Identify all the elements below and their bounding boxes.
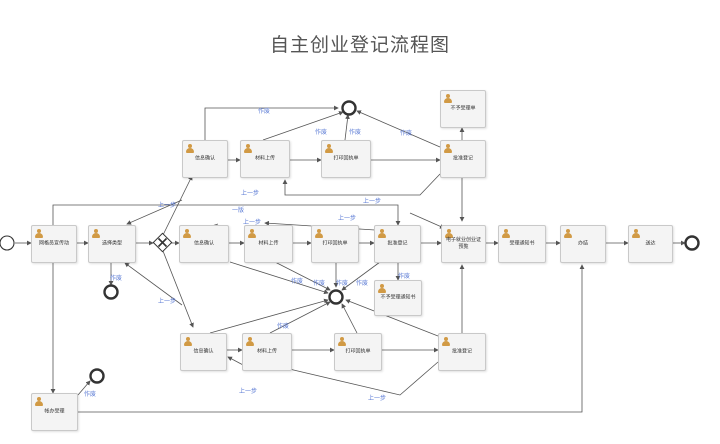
edge-label: 上一步 bbox=[158, 298, 177, 305]
end-event-icon-type bbox=[103, 284, 119, 300]
task-label: 信息确认 bbox=[193, 240, 214, 247]
user-icon bbox=[315, 229, 323, 238]
user-icon bbox=[632, 229, 640, 238]
user-icon bbox=[442, 337, 450, 346]
edge-label: 作废 bbox=[336, 280, 349, 287]
user-icon bbox=[35, 229, 43, 238]
user-icon bbox=[444, 94, 452, 103]
user-icon bbox=[184, 337, 192, 346]
task-n1[interactable]: 网格员宣传动 bbox=[31, 225, 77, 263]
task-label: 帐办受理 bbox=[44, 408, 65, 415]
edge-label: 上一步 bbox=[243, 219, 262, 226]
user-icon bbox=[445, 229, 453, 238]
edge-label: 作废 bbox=[110, 275, 123, 282]
exclusive-gateway-icon bbox=[152, 232, 173, 253]
user-icon bbox=[35, 397, 43, 406]
task-label: 材料上传 bbox=[258, 240, 279, 247]
task-n3[interactable]: 信息确认 bbox=[182, 140, 228, 178]
task-label: 网格员宣传动 bbox=[38, 240, 69, 247]
edge-label: 作废 bbox=[356, 280, 369, 287]
user-icon bbox=[183, 229, 191, 238]
user-icon bbox=[186, 144, 194, 153]
task-n20[interactable]: 批准登记 bbox=[438, 333, 486, 371]
user-icon bbox=[378, 284, 386, 293]
edge-label: 作废 bbox=[349, 129, 362, 136]
edge-label: 作废 bbox=[315, 129, 328, 136]
task-label: 打印回执单 bbox=[333, 155, 359, 162]
end-event-icon-final bbox=[684, 235, 700, 251]
start-event-icon bbox=[0, 235, 15, 251]
edge-label: 作废 bbox=[400, 130, 413, 137]
task-n11[interactable]: 批准登记 bbox=[374, 225, 421, 263]
user-icon bbox=[378, 229, 386, 238]
edge-label: 作废 bbox=[277, 323, 290, 330]
edge-label: 一版 bbox=[232, 207, 245, 214]
task-n7[interactable]: 不予受理单 bbox=[440, 90, 486, 128]
end-event-icon-mid bbox=[328, 289, 344, 305]
user-icon bbox=[325, 144, 333, 153]
task-label: 打印回执单 bbox=[345, 348, 371, 355]
user-icon bbox=[338, 337, 346, 346]
task-label: 受理通知书 bbox=[509, 240, 535, 247]
diagram-title: 自主创业登记流程图 bbox=[269, 34, 450, 56]
task-n10[interactable]: 打印回执单 bbox=[311, 225, 359, 263]
task-label: 信息确认 bbox=[194, 155, 215, 162]
task-n4[interactable]: 材料上传 bbox=[240, 140, 290, 178]
task-n9[interactable]: 材料上传 bbox=[244, 225, 293, 263]
task-label: 批准登记 bbox=[452, 155, 473, 162]
task-label: 批准登记 bbox=[387, 240, 408, 247]
user-icon bbox=[244, 144, 252, 153]
task-label: 办结 bbox=[577, 240, 588, 247]
task-n18[interactable]: 材料上传 bbox=[242, 333, 292, 371]
task-n21[interactable]: 帐办受理 bbox=[31, 393, 78, 431]
task-n14[interactable]: 办结 bbox=[560, 225, 606, 263]
task-label: 材料上传 bbox=[256, 348, 277, 355]
edge-label: 上一步 bbox=[158, 202, 177, 209]
edge-label: 作废 bbox=[398, 273, 411, 280]
edge-label: 作废 bbox=[291, 278, 304, 285]
task-n17[interactable]: 信息确认 bbox=[180, 333, 227, 371]
task-label: 选择类型 bbox=[101, 240, 122, 247]
task-n15[interactable]: 送达 bbox=[628, 225, 673, 263]
user-icon bbox=[444, 144, 452, 153]
task-n16[interactable]: 不予受理通知书 bbox=[374, 280, 422, 316]
task-n6[interactable]: 批准登记 bbox=[440, 140, 486, 178]
edge-label: 上一步 bbox=[241, 190, 260, 197]
edge-label: 作废 bbox=[258, 108, 271, 115]
end-event-icon-left bbox=[89, 368, 105, 384]
edge-label: 作废 bbox=[313, 280, 326, 287]
edge-label: 上一步 bbox=[239, 388, 258, 395]
task-label: 不予受理通知书 bbox=[380, 294, 416, 301]
task-label: 材料上传 bbox=[254, 155, 275, 162]
edge-label: 上一步 bbox=[363, 198, 382, 205]
task-n8[interactable]: 信息确认 bbox=[179, 225, 229, 263]
user-icon bbox=[248, 229, 256, 238]
task-label: 信息确认 bbox=[193, 348, 214, 355]
user-icon bbox=[92, 229, 100, 238]
user-icon bbox=[564, 229, 572, 238]
task-n5[interactable]: 打印回执单 bbox=[321, 140, 371, 178]
edge-label: 上一步 bbox=[368, 395, 387, 402]
task-label: 打印回执单 bbox=[322, 240, 348, 247]
task-n13[interactable]: 受理通知书 bbox=[498, 225, 546, 263]
task-n19[interactable]: 打印回执单 bbox=[334, 333, 382, 371]
task-n12[interactable]: 电子就业创业证預覧 bbox=[441, 225, 486, 263]
task-label: 电子就业创业证預覧 bbox=[446, 237, 482, 250]
task-label: 送达 bbox=[645, 240, 656, 247]
edge-label: 上一步 bbox=[338, 215, 357, 222]
task-label: 批准登记 bbox=[451, 348, 472, 355]
user-icon bbox=[502, 229, 510, 238]
end-event-icon-top bbox=[341, 100, 357, 116]
task-n2[interactable]: 选择类型 bbox=[88, 225, 136, 263]
user-icon bbox=[246, 337, 254, 346]
edge-label: 作废 bbox=[84, 391, 97, 398]
task-label: 不予受理单 bbox=[450, 105, 476, 112]
